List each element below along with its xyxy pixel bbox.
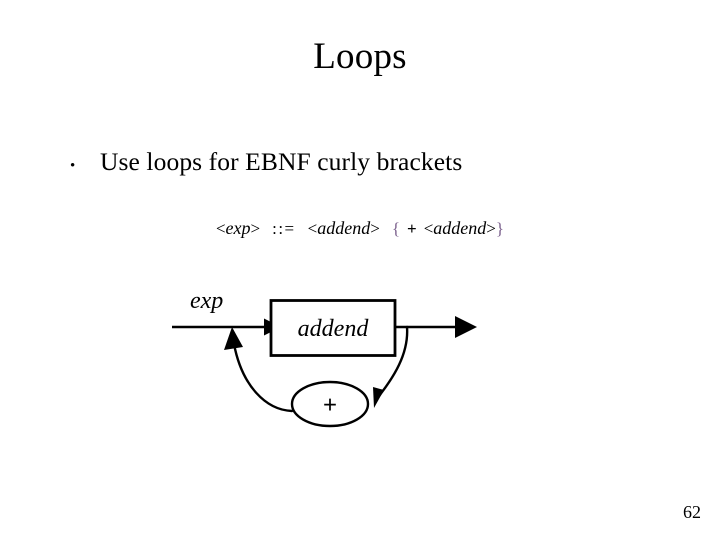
diagram-loop-label: + <box>323 392 337 419</box>
diagram-box-label: addend <box>298 316 370 342</box>
angle-open-icon: < <box>307 219 318 238</box>
angle-open-icon: < <box>215 219 226 238</box>
grammar-lhs-name: exp <box>225 218 251 238</box>
bullet-marker-icon: • <box>70 158 76 174</box>
angle-close-icon: > <box>250 219 261 238</box>
bullet-list-item: • Use loops for EBNF curly brackets <box>70 147 650 181</box>
page-title: Loops <box>313 36 407 77</box>
angle-close-icon: > <box>486 219 496 238</box>
grammar-rhs-second-name: addend <box>433 218 487 238</box>
diagram-entry-label: exp <box>190 288 223 314</box>
grammar-rhs-second-nonterminal: <addend> <box>424 216 496 241</box>
grammar-rhs-first-name: addend <box>317 218 371 238</box>
grammar-plus-operator: + <box>407 219 417 238</box>
angle-open-icon: < <box>423 219 434 238</box>
syntax-diagram: exp addend + <box>150 268 510 453</box>
diagram-loop-arrowhead-left-icon <box>224 327 243 350</box>
diagram-exit-arrowhead-icon <box>455 316 477 338</box>
grammar-lhs-nonterminal: <exp> <box>216 216 260 241</box>
diagram-loop-curve-left <box>232 342 294 413</box>
grammar-rhs-first-nonterminal: <addend> <box>308 216 380 241</box>
diagram-loop-arrowhead-right-icon <box>373 387 384 408</box>
grammar-production-line: <exp>::=<addend>{+<addend>} <box>0 216 720 241</box>
grammar-brace-open: { <box>391 219 401 238</box>
grammar-brace-close: } <box>495 219 505 238</box>
bullet-item-label: Use loops for EBNF curly brackets <box>100 147 463 176</box>
diagram-plus-node <box>290 380 370 428</box>
syntax-diagram-svg: exp addend + <box>172 288 477 428</box>
grammar-defines-operator: ::= <box>272 219 296 238</box>
angle-close-icon: > <box>370 219 380 238</box>
page-number: 62 <box>683 502 701 522</box>
